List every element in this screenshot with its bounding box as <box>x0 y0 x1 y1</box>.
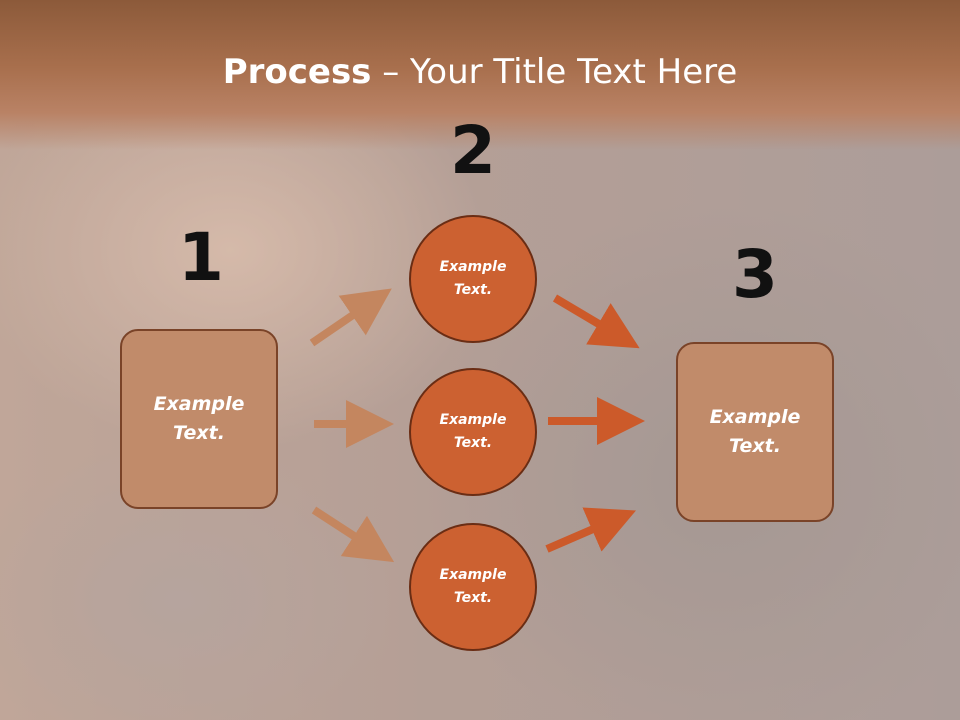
step-1-box: Example Text. <box>120 329 278 509</box>
arrow-1-to-bottom <box>311 506 395 563</box>
arrow-top-to-3 <box>552 294 640 349</box>
title-bold: Process <box>222 52 372 92</box>
step-number-2: 2 <box>450 112 496 189</box>
step-2-circle-top: Example Text. <box>409 215 537 343</box>
title-band <box>0 0 960 150</box>
circle-bottom-label: Example Text. <box>439 567 507 606</box>
step-number-1: 1 <box>178 219 224 296</box>
step-2-circle-bottom: Example Text. <box>409 523 537 651</box>
arrow-bottom-to-3 <box>545 507 637 553</box>
slide-title: Process – Your Title Text Here <box>0 52 960 92</box>
circle-top-label: Example Text. <box>439 259 507 298</box>
step-3-box-label: Example Text. <box>709 406 801 457</box>
step-number-3: 3 <box>732 236 778 313</box>
step-2-circle-middle: Example Text. <box>409 368 537 496</box>
arrow-1-to-top <box>309 288 392 347</box>
step-3-box: Example Text. <box>676 342 834 522</box>
title-rest: – Your Title Text Here <box>371 52 738 92</box>
circle-middle-label: Example Text. <box>439 412 507 451</box>
step-1-box-label: Example Text. <box>153 393 245 444</box>
